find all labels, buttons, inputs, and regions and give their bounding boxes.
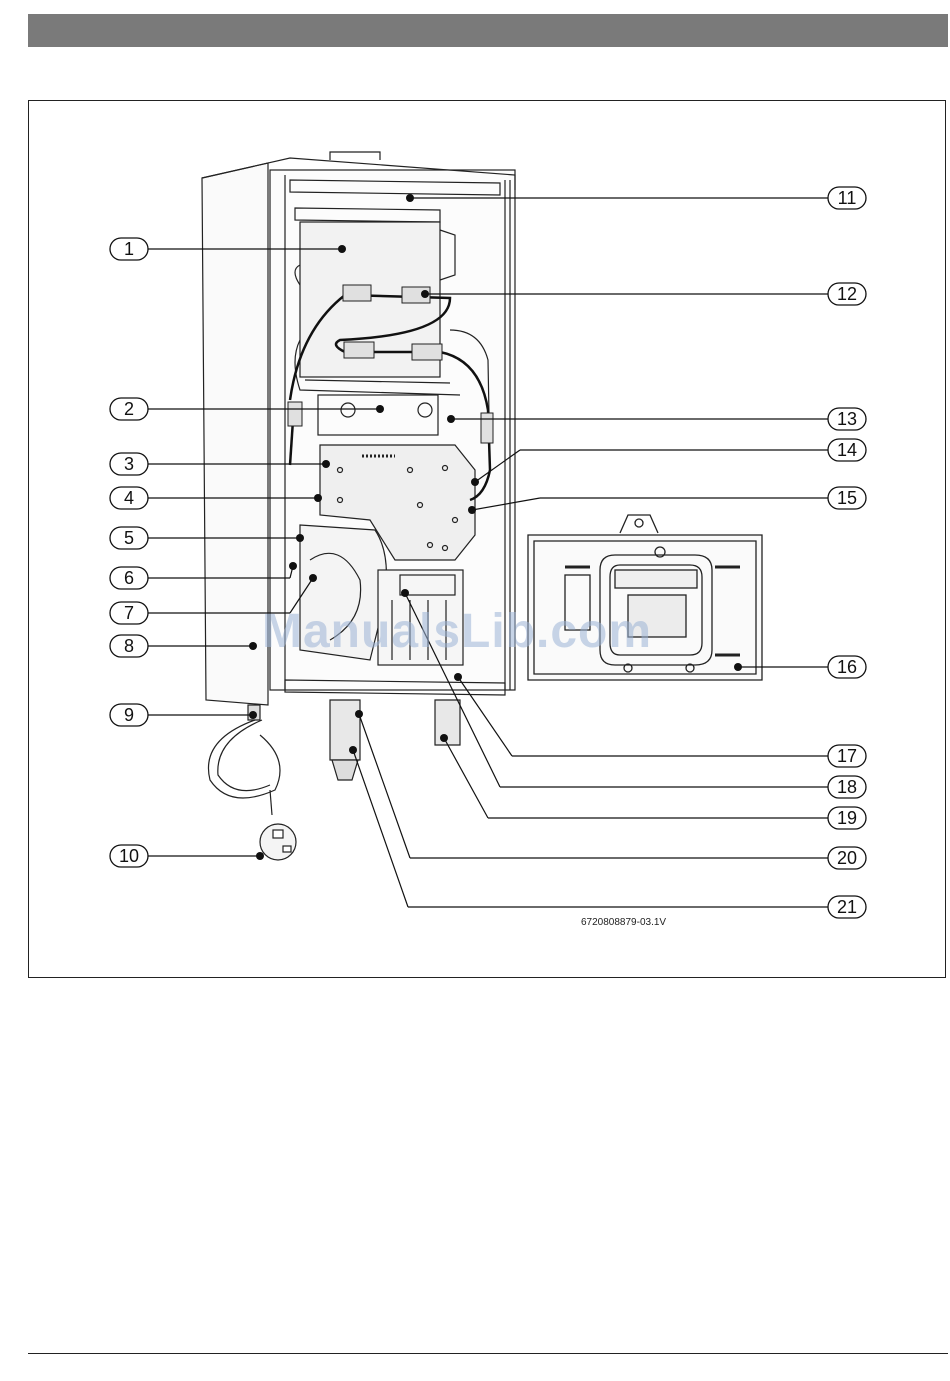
callout-18: 18 xyxy=(837,777,857,797)
callout-15: 15 xyxy=(837,488,857,508)
callout-13: 13 xyxy=(837,409,857,429)
callout-1: 1 xyxy=(124,239,134,259)
callout-16: 16 xyxy=(837,657,857,677)
callout-11: 11 xyxy=(838,188,857,208)
callout-6: 6 xyxy=(124,568,134,588)
callout-2: 2 xyxy=(124,399,134,419)
callout-17: 17 xyxy=(837,746,857,766)
callout-5: 5 xyxy=(124,528,134,548)
watermark: ManualsLib.com xyxy=(262,604,652,659)
callout-3: 3 xyxy=(124,454,134,474)
callout-4: 4 xyxy=(124,488,134,508)
callout-10: 10 xyxy=(119,846,139,866)
callout-21: 21 xyxy=(837,897,857,917)
callout-19: 19 xyxy=(837,808,857,828)
footer-rule xyxy=(28,1353,948,1354)
callout-20: 20 xyxy=(837,848,857,868)
figure-code: 6720808879-03.1V xyxy=(581,917,666,928)
callout-12: 12 xyxy=(837,284,857,304)
callout-14: 14 xyxy=(837,440,857,460)
callout-7: 7 xyxy=(124,603,134,623)
callout-9: 9 xyxy=(124,705,134,725)
water-heater-unit xyxy=(202,152,515,860)
callout-8: 8 xyxy=(124,636,134,656)
